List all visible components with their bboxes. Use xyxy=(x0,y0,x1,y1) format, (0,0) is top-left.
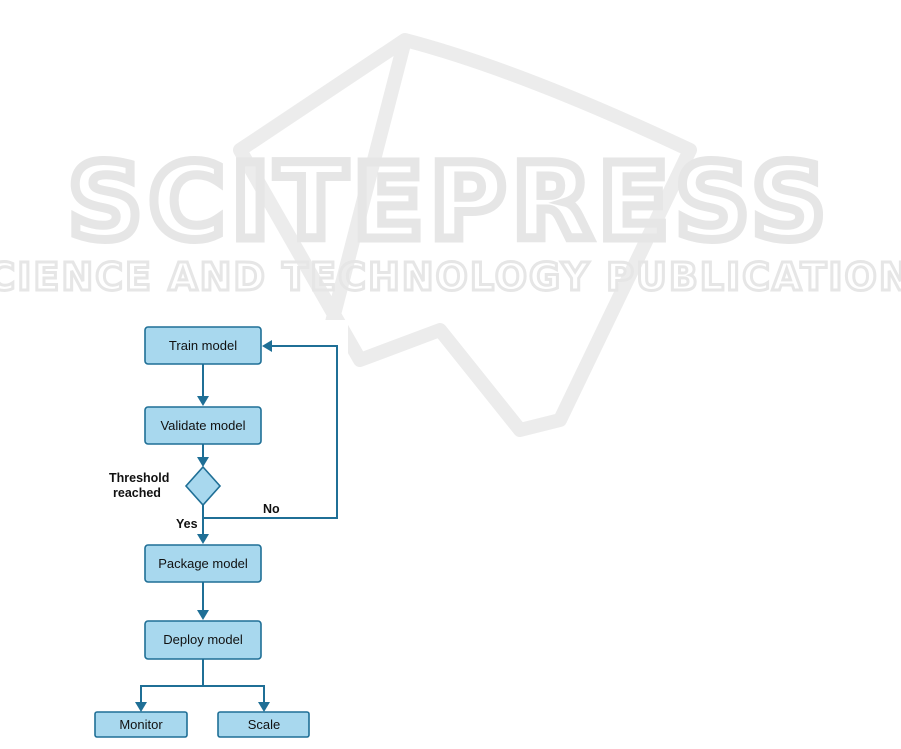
node-package-label: Package model xyxy=(158,556,248,571)
node-validate-model: Validate model xyxy=(145,407,261,444)
node-train-model: Train model xyxy=(145,327,261,364)
node-train-label: Train model xyxy=(169,338,237,353)
decision-label-line1: Threshold xyxy=(109,471,169,485)
decision-label-line2: reached xyxy=(113,486,161,500)
node-validate-label: Validate model xyxy=(160,418,245,433)
node-monitor: Monitor xyxy=(95,712,187,737)
node-package-model: Package model xyxy=(145,545,261,582)
yes-branch-label: Yes xyxy=(176,517,198,531)
node-deploy-model: Deploy model xyxy=(145,621,261,659)
no-branch-label: No xyxy=(263,502,280,516)
node-deploy-label: Deploy model xyxy=(163,632,243,647)
node-scale-label: Scale xyxy=(248,717,281,732)
node-monitor-label: Monitor xyxy=(119,717,163,732)
flowchart-background xyxy=(80,320,348,749)
node-scale: Scale xyxy=(218,712,309,737)
